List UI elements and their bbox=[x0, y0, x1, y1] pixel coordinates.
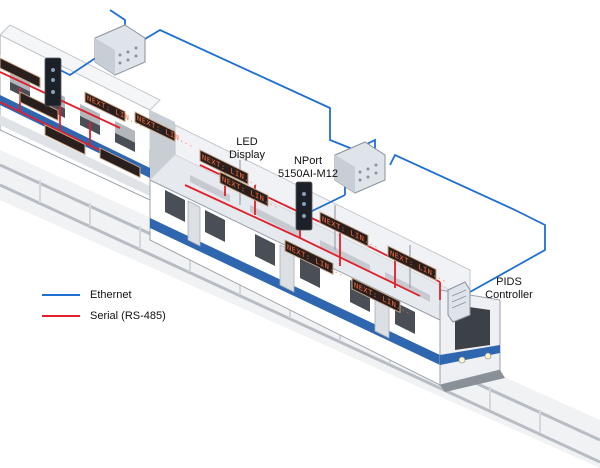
legend-serial-label: Serial (RS-485) bbox=[90, 310, 166, 322]
pids-label-line1: PIDS bbox=[496, 276, 522, 288]
pids-label-line2: Controller bbox=[485, 289, 533, 301]
nport-label: NPort 5150AI-M12 bbox=[270, 155, 346, 181]
led-display bbox=[19, 91, 59, 122]
pids-controller bbox=[447, 281, 471, 323]
nport-devices bbox=[44, 57, 313, 231]
led-display-label-line1: LED bbox=[236, 136, 258, 148]
legend-serial-swatch bbox=[42, 315, 80, 317]
led-display-label-line2: Display bbox=[228, 149, 266, 161]
nport-device bbox=[44, 57, 62, 107]
legend-ethernet: Ethernet bbox=[42, 289, 132, 301]
legend-ethernet-swatch bbox=[42, 294, 80, 296]
nport-device bbox=[295, 181, 313, 231]
led-display bbox=[99, 147, 141, 179]
train-car-2 bbox=[149, 124, 471, 386]
legend-serial: Serial (RS-485) bbox=[42, 310, 166, 322]
led-display bbox=[0, 57, 41, 89]
ethernet-switches bbox=[94, 24, 386, 194]
led-display-label: LED Display bbox=[220, 136, 274, 162]
ethernet-switch bbox=[334, 141, 386, 194]
nport-label-line2: 5150AI-M12 bbox=[278, 168, 338, 180]
nport-label-line1: NPort bbox=[293, 155, 323, 167]
legend-ethernet-label: Ethernet bbox=[90, 289, 132, 301]
ethernet-switch bbox=[94, 24, 146, 76]
pids-controller-label: PIDS Controller bbox=[478, 276, 540, 302]
led-display bbox=[44, 124, 86, 156]
